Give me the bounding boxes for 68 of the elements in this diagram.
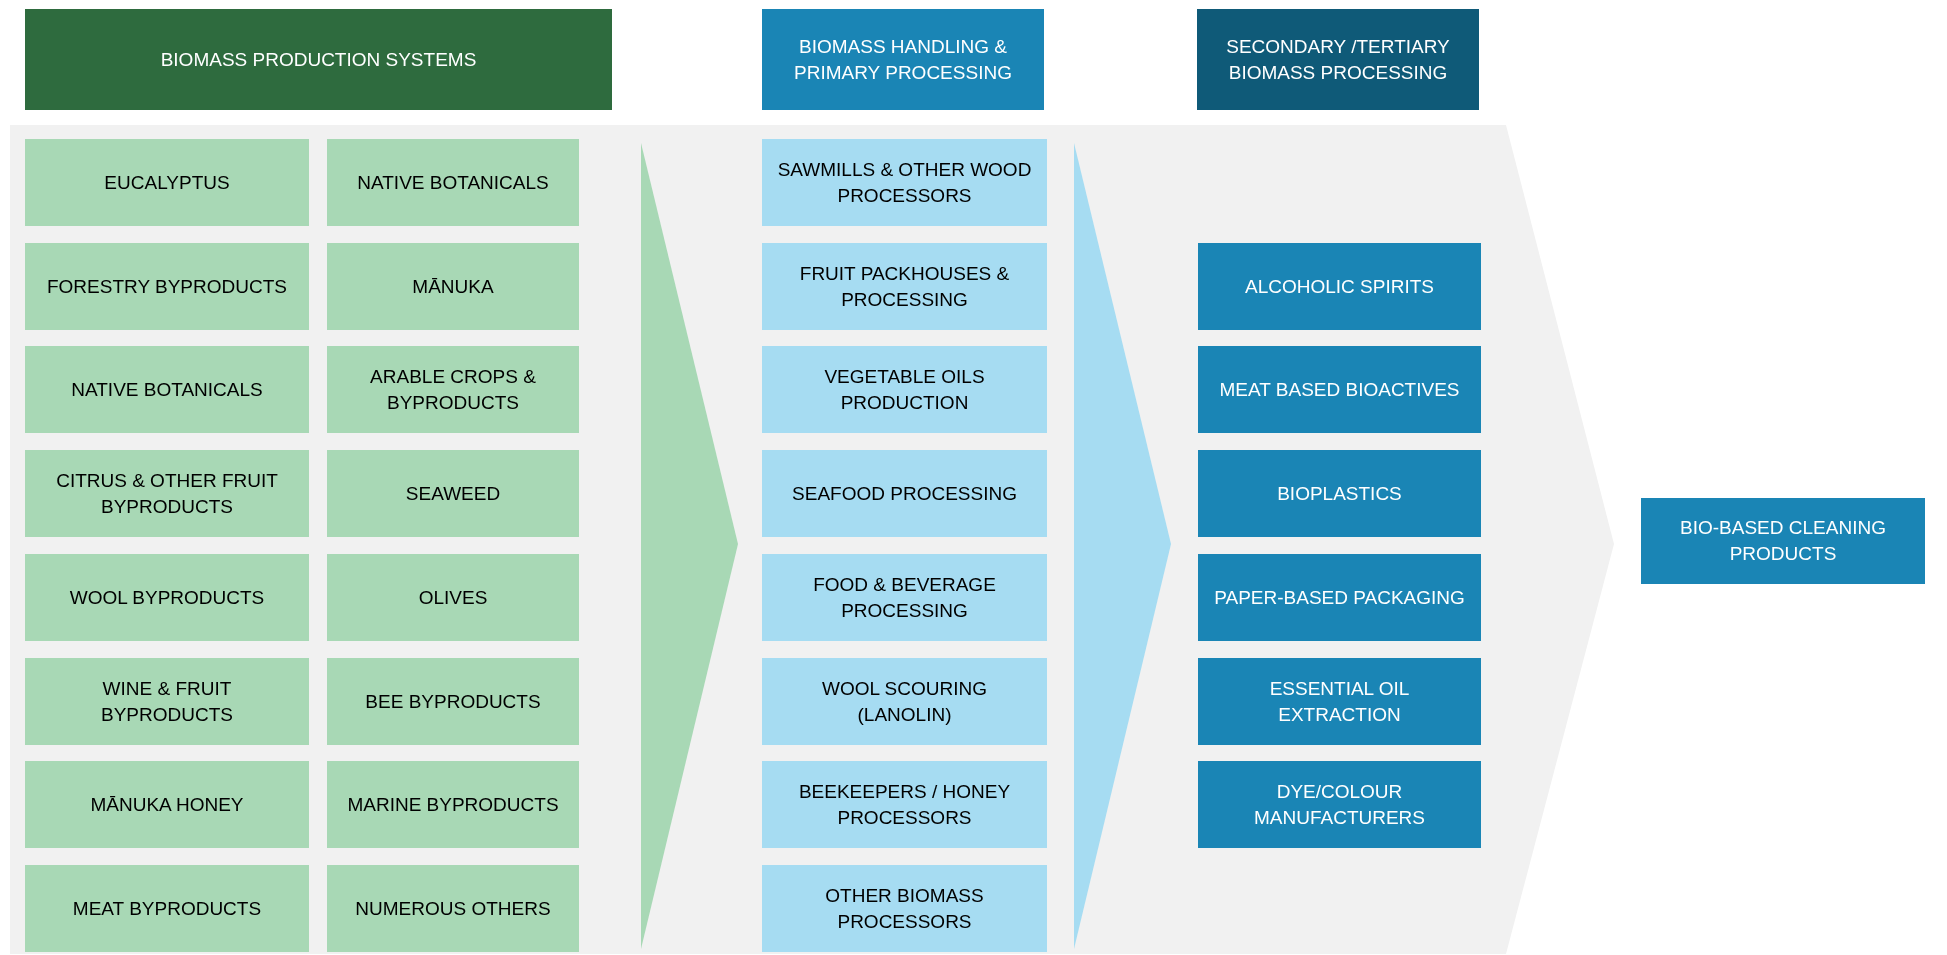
box-label: CITRUS & OTHER FRUIT BYPRODUCTS bbox=[55, 468, 279, 519]
box-label: VEGETABLE OILS PRODUCTION bbox=[823, 364, 986, 415]
process-box bbox=[327, 346, 579, 433]
process-box bbox=[1198, 243, 1481, 330]
box-label: FRUIT PACKHOUSES & PROCESSING bbox=[798, 261, 1011, 312]
process-box bbox=[762, 761, 1047, 848]
process-box bbox=[25, 139, 309, 226]
process-box bbox=[762, 139, 1047, 226]
box-label: ARABLE CROPS & BYPRODUCTS bbox=[369, 364, 537, 415]
process-box bbox=[327, 243, 579, 330]
box-label: BEEKEEPERS / HONEY PROCESSORS bbox=[797, 779, 1012, 830]
process-box bbox=[1198, 450, 1481, 537]
box-label: WINE & FRUIT BYPRODUCTS bbox=[100, 676, 234, 727]
box-label: OTHER BIOMASS PROCESSORS bbox=[824, 883, 985, 934]
box-label: MARINE BYPRODUCTS bbox=[347, 792, 559, 817]
process-box bbox=[1641, 498, 1925, 584]
header-box bbox=[25, 9, 612, 110]
process-box bbox=[762, 865, 1047, 952]
box-label: FOOD & BEVERAGE PROCESSING bbox=[812, 572, 997, 623]
process-box bbox=[327, 865, 579, 952]
process-box bbox=[25, 865, 309, 952]
process-box bbox=[327, 450, 579, 537]
process-box bbox=[762, 450, 1047, 537]
header-box bbox=[762, 9, 1044, 110]
box-label: BIOMASS HANDLING & PRIMARY PROCESSING bbox=[793, 34, 1013, 85]
box-label: PAPER-BASED PACKAGING bbox=[1214, 585, 1465, 610]
process-box bbox=[762, 346, 1047, 433]
box-label: OLIVES bbox=[418, 585, 488, 610]
process-box bbox=[1198, 346, 1481, 433]
box-label: BEE BYPRODUCTS bbox=[365, 689, 541, 714]
box-label: NUMEROUS OTHERS bbox=[355, 896, 551, 921]
process-box bbox=[25, 346, 309, 433]
box-label: WOOL BYPRODUCTS bbox=[69, 585, 265, 610]
process-box bbox=[25, 761, 309, 848]
process-box bbox=[1198, 554, 1481, 641]
box-label: FORESTRY BYPRODUCTS bbox=[47, 274, 287, 299]
process-box bbox=[327, 658, 579, 745]
box-label: SAWMILLS & OTHER WOOD PROCESSORS bbox=[776, 157, 1033, 208]
box-label: NATIVE BOTANICALS bbox=[357, 170, 549, 195]
box-label: DYE/COLOUR MANUFACTURERS bbox=[1253, 779, 1426, 830]
box-label: EUCALYPTUS bbox=[104, 170, 230, 195]
process-box bbox=[327, 139, 579, 226]
box-label: NATIVE BOTANICALS bbox=[71, 377, 263, 402]
process-box bbox=[25, 243, 309, 330]
box-label: ESSENTIAL OIL EXTRACTION bbox=[1268, 676, 1411, 727]
process-box bbox=[762, 243, 1047, 330]
process-box bbox=[1198, 761, 1481, 848]
process-box bbox=[762, 554, 1047, 641]
box-label: BIO-BASED CLEANING PRODUCTS bbox=[1679, 516, 1887, 566]
box-label: MĀNUKA HONEY bbox=[90, 792, 244, 817]
process-box bbox=[762, 658, 1047, 745]
box-label: SEAFOOD PROCESSING bbox=[792, 481, 1017, 506]
box-label: BIOPLASTICS bbox=[1277, 481, 1402, 506]
box-label: MĀNUKA bbox=[412, 274, 494, 299]
box-label: WOOL SCOURING (LANOLIN) bbox=[821, 676, 988, 727]
box-label: ALCOHOLIC SPIRITS bbox=[1245, 274, 1434, 299]
process-box bbox=[327, 554, 579, 641]
box-label: SECONDARY /TERTIARY BIOMASS PROCESSING bbox=[1225, 34, 1451, 85]
box-label: SEAWEED bbox=[405, 481, 501, 506]
box-label: MEAT BASED BIOACTIVES bbox=[1219, 377, 1460, 402]
process-box bbox=[25, 658, 309, 745]
process-box bbox=[1198, 658, 1481, 745]
box-label: BIOMASS PRODUCTION SYSTEMS bbox=[160, 47, 477, 72]
box-label: MEAT BYPRODUCTS bbox=[72, 896, 262, 921]
process-box bbox=[25, 554, 309, 641]
header-box bbox=[1197, 9, 1479, 110]
process-box bbox=[327, 761, 579, 848]
process-box bbox=[25, 450, 309, 537]
